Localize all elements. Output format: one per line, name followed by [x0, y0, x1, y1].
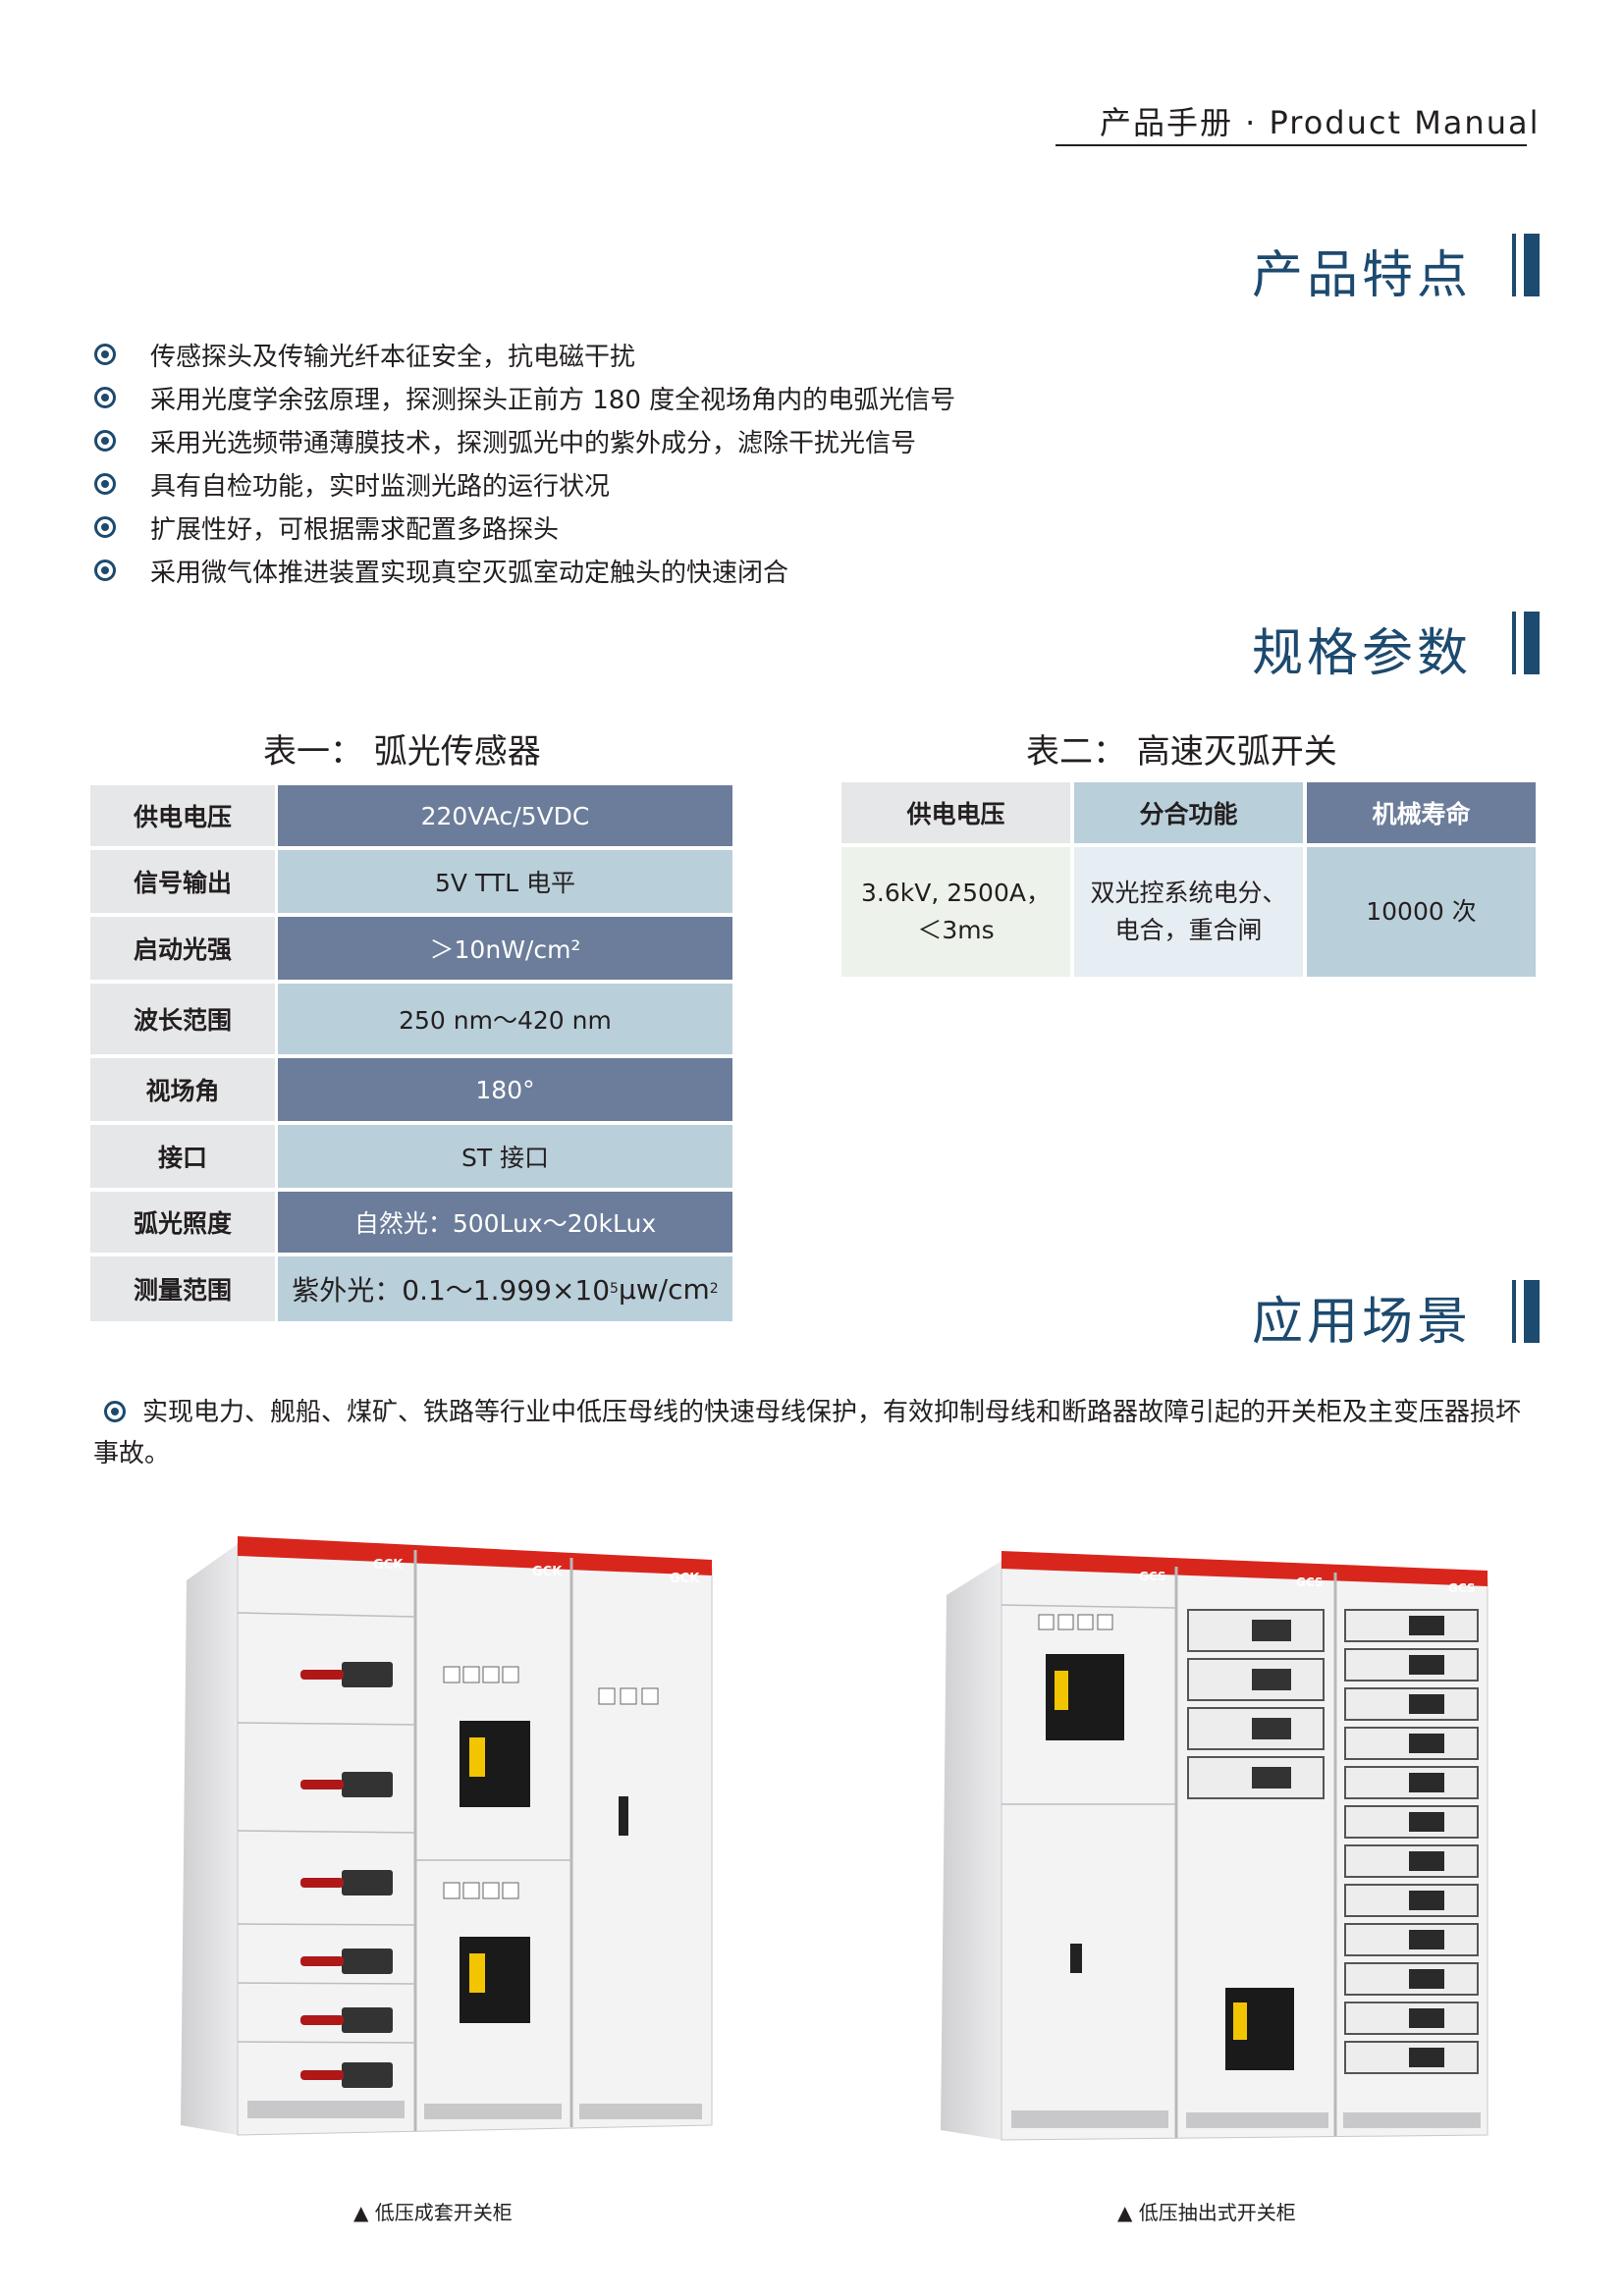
table2-header: 供电电压	[841, 782, 1070, 843]
section-marker-icon	[1512, 1280, 1540, 1343]
table2-cell: 3.6kV, 2500A， ＜3ms	[841, 847, 1070, 977]
feature-item: 扩展性好，可根据需求配置多路探头	[150, 515, 560, 545]
image-caption: ▲ 低压抽出式开关柜	[1117, 2201, 1296, 2224]
table2-cell: 双光控系统电分、电合，重合闸	[1074, 847, 1303, 977]
table2-cell-line: 双光控系统电分、	[1090, 879, 1287, 907]
cabinet-label: GCS	[1296, 1575, 1324, 1589]
table1-label: 测量范围	[90, 1256, 275, 1321]
table1-label: 供电电压	[90, 785, 275, 846]
bullet-icon	[94, 516, 116, 538]
cabinet-image-gcs: GCS GCS GCS	[933, 1551, 1502, 2160]
feature-item: 具有自检功能，实时监测光路的运行状况	[150, 472, 611, 502]
feature-item: 采用微气体推进装置实现真空灭弧室动定触头的快速闭合	[150, 559, 789, 588]
cabinet-label: GCS	[1139, 1570, 1166, 1583]
cabinet-image-gck: GCK GCK GCK	[167, 1536, 736, 2145]
measure-range-main: 紫外光：0.1～1.999×10	[292, 1274, 611, 1307]
section-marker-icon	[1512, 612, 1540, 674]
table1-value: 5V TTL 电平	[278, 850, 732, 913]
bullet-icon	[94, 560, 116, 581]
table1-value: ＞10nW/cm²	[278, 917, 732, 980]
feature-item: 采用光度学余弦原理，探测探头正前方 180 度全视场角内的电弧光信号	[150, 386, 956, 415]
bullet-icon	[94, 387, 116, 408]
cabinet-label: GCK	[532, 1565, 563, 1579]
section-marker-icon	[1512, 234, 1540, 296]
table1-value: ST 接口	[278, 1125, 732, 1188]
table2-caption: 表二： 高速灭弧开关	[1026, 732, 1337, 772]
table1-label: 视场角	[90, 1058, 275, 1121]
image-caption: ▲ 低压成套开关柜	[353, 2201, 513, 2224]
table1-label: 弧光照度	[90, 1192, 275, 1253]
manual-header: 产品手册 · Product Manual	[1100, 104, 1541, 141]
table2-cell: 10000 次	[1307, 847, 1536, 977]
table1-label: 信号输出	[90, 850, 275, 913]
feature-item: 传感探头及传输光纤本征安全，抗电磁干扰	[150, 343, 636, 372]
table2-header: 机械寿命	[1307, 782, 1536, 843]
table1-label: 启动光强	[90, 917, 275, 980]
section-title-applications: 应用场景	[1252, 1293, 1473, 1352]
cabinet-label: GCS	[1448, 1581, 1476, 1595]
bullet-icon	[94, 430, 116, 452]
table1-label: 接口	[90, 1125, 275, 1188]
table1-value: 自然光：500Lux～20kLux	[278, 1192, 732, 1253]
bullet-icon	[94, 344, 116, 365]
measure-range-exponent: 5	[610, 1281, 619, 1297]
application-text: 实现电力、舰船、煤矿、铁路等行业中低压母线的快速母线保护，有效抑制母线和断路器故…	[93, 1398, 1522, 1468]
feature-item: 采用光选频带通薄膜技术，探测弧光中的紫外成分，滤除干扰光信号	[150, 429, 917, 458]
measure-range-unit-exponent: 2	[709, 1281, 719, 1297]
cabinet-label: GCK	[670, 1572, 700, 1586]
table2-cell-line: 10000 次	[1366, 897, 1477, 926]
section-title-features: 产品特点	[1252, 246, 1473, 305]
header-rule	[1056, 144, 1527, 146]
cabinet-label: GCK	[373, 1558, 404, 1573]
section-title-specs: 规格参数	[1252, 624, 1473, 683]
table1-value: 180°	[278, 1058, 732, 1121]
table2-cell-line: 电合，重合闸	[1114, 916, 1263, 944]
table2-cell-line: 3.6kV, 2500A，	[861, 879, 1051, 907]
table1-label: 波长范围	[90, 984, 275, 1054]
table1-value: 220VAc/5VDC	[278, 785, 732, 846]
table2-cell-line: ＜3ms	[917, 916, 995, 944]
bullet-icon	[104, 1401, 126, 1422]
bullet-icon	[94, 473, 116, 495]
table2-header: 分合功能	[1074, 782, 1303, 843]
table1-value: 250 nm～420 nm	[278, 984, 732, 1054]
measure-range-unit: μw/cm	[618, 1272, 710, 1306]
table1-caption: 表一： 弧光传感器	[263, 732, 541, 772]
